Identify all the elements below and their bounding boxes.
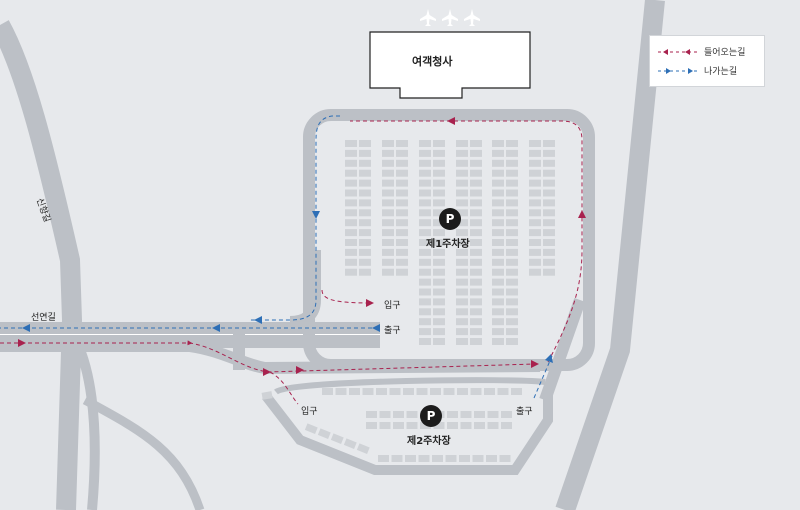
- west-road-label: 선연길: [31, 313, 56, 323]
- lot2-label: 제2주차장: [407, 436, 451, 447]
- parking-icon: P: [420, 405, 442, 427]
- parking-icon: P: [439, 208, 461, 230]
- lot2-entrance-label: 입구: [301, 407, 318, 417]
- inbound-arrows: [18, 117, 586, 376]
- outbound-arrows: [22, 211, 553, 363]
- airplane-icon: [420, 9, 480, 26]
- terminal-label: 여객청사: [412, 55, 453, 68]
- legend-outbound: 나가는길: [658, 64, 737, 77]
- outbound-line-icon: [658, 67, 698, 74]
- lot1-exit-label: 출구: [384, 326, 401, 336]
- outbound-route: [0, 115, 553, 399]
- lot1-entrance-label: 입구: [384, 301, 401, 311]
- lot1-label: 제1주차장: [426, 239, 470, 250]
- legend-inbound: 들어오는길: [658, 45, 745, 58]
- inbound-route: [0, 120, 583, 405]
- legend-inbound-label: 들어오는길: [704, 48, 746, 58]
- legend-outbound-label: 나가는길: [704, 67, 738, 77]
- lot2-boundary: [262, 388, 553, 475]
- lot1-ring-road: [303, 109, 595, 371]
- terminal-building: [369, 31, 531, 99]
- lot2-exit-label: 출구: [516, 407, 533, 417]
- inbound-line-icon: [658, 48, 698, 55]
- legend: 들어오는길 나가는길: [649, 35, 765, 87]
- lot1-stalls: [345, 140, 555, 345]
